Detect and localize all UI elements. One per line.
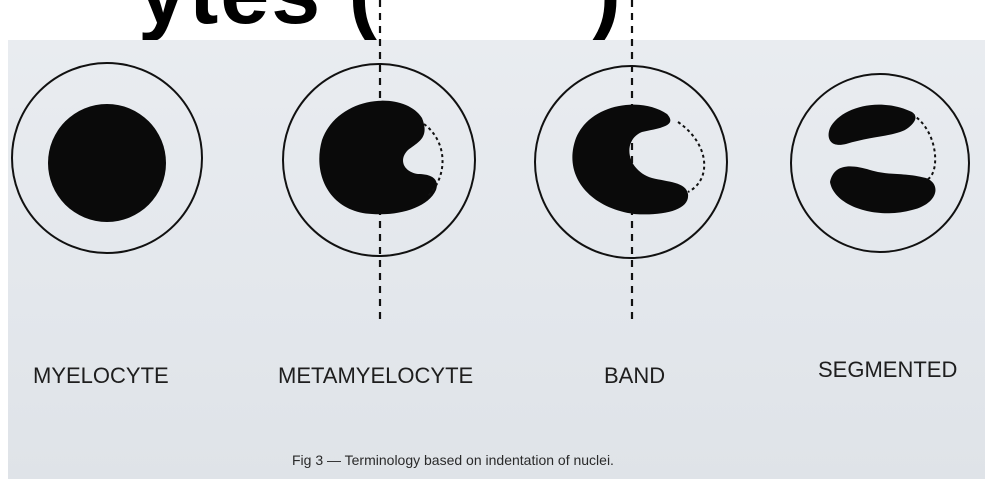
nucleus-band	[572, 105, 688, 215]
label-myelocyte: MYELOCYTE	[33, 363, 169, 389]
nucleus-segmented	[829, 105, 936, 214]
label-metamyelocyte: METAMYELOCYTE	[278, 363, 473, 389]
indentation-guide-segmented	[912, 114, 935, 180]
figure-caption: Fig 3 — Terminology based on indentation…	[292, 452, 614, 468]
indentation-guide-band	[678, 122, 704, 192]
nucleus-myelocyte	[48, 104, 166, 222]
nucleus-metamyelocyte	[319, 101, 437, 215]
label-segmented: SEGMENTED	[818, 357, 957, 383]
cell-myelocyte	[12, 63, 202, 253]
cell-membrane-segmented	[791, 74, 969, 252]
cell-segmented	[791, 74, 969, 252]
label-band: BAND	[604, 363, 665, 389]
